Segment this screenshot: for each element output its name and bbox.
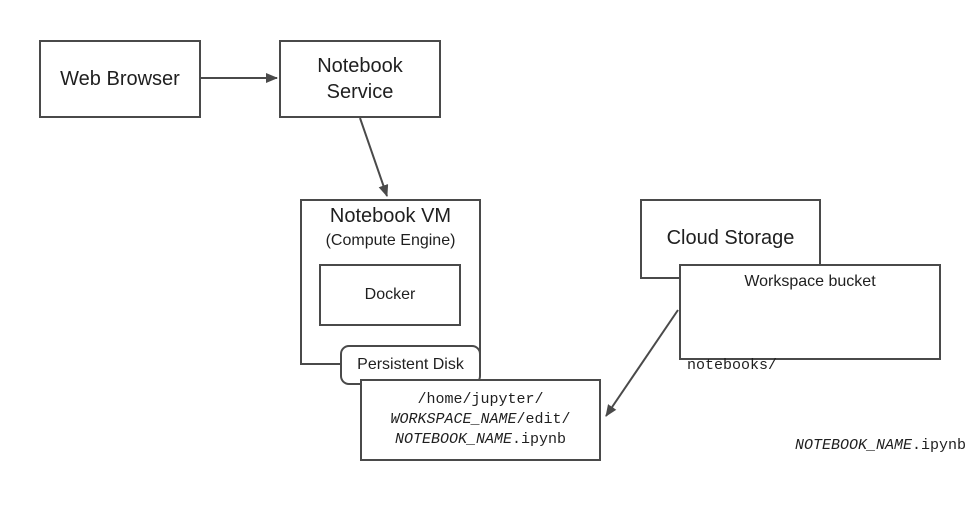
workspace-bucket-node: Workspace bucket notebooks/ NOTEBOOK_NAM…: [679, 264, 966, 454]
arrow-service-to-vm: [359, 117, 389, 197]
disk-path-edit-segment: /edit/: [516, 411, 571, 428]
disk-path-line1: /home/jupyter/: [417, 391, 544, 408]
disk-path-line3: NOTEBOOK_NAME.ipynb: [395, 430, 566, 450]
bucket-path-line2: NOTEBOOK_NAME.ipynb: [687, 416, 966, 476]
notebook-service-label-line2: Service: [326, 81, 394, 103]
notebook-name-variable: NOTEBOOK_NAME: [394, 431, 512, 448]
architecture-diagram: Web Browser Notebook Service Notebook VM…: [39, 40, 966, 461]
disk-path-extension: .ipynb: [512, 431, 567, 448]
workspace-bucket-title: Workspace bucket: [744, 273, 876, 290]
web-browser-label: Web Browser: [60, 67, 180, 90]
cloud-storage-label: Cloud Storage: [666, 227, 795, 249]
docker-label: Docker: [364, 286, 416, 303]
arrow-bucket-to-disk: [605, 309, 679, 417]
persistent-disk-label: Persistent Disk: [357, 356, 464, 373]
workspace-bucket-path: notebooks/ NOTEBOOK_NAME.ipynb: [687, 316, 966, 516]
disk-path-line2: WORKSPACE_NAME/edit/: [390, 410, 570, 430]
connector-layer: [200, 73, 679, 417]
bucket-path-line1: notebooks/: [687, 357, 778, 374]
bucket-notebook-name-variable: NOTEBOOK_NAME: [795, 437, 913, 454]
notebook-vm-subtitle: (Compute Engine): [325, 232, 456, 249]
docker-node: Docker: [319, 264, 461, 326]
notebook-service-node: Notebook Service: [279, 40, 441, 118]
notebook-vm-title: Notebook VM: [329, 205, 452, 227]
web-browser-node: Web Browser: [39, 40, 201, 118]
bucket-path-extension: .ipynb: [912, 437, 967, 454]
notebook-service-label-line1: Notebook: [317, 55, 403, 77]
disk-path-node: /home/jupyter/ WORKSPACE_NAME/edit/ NOTE…: [360, 379, 601, 461]
workspace-name-variable: WORKSPACE_NAME: [390, 411, 517, 428]
persistent-disk-node: Persistent Disk: [340, 345, 481, 385]
